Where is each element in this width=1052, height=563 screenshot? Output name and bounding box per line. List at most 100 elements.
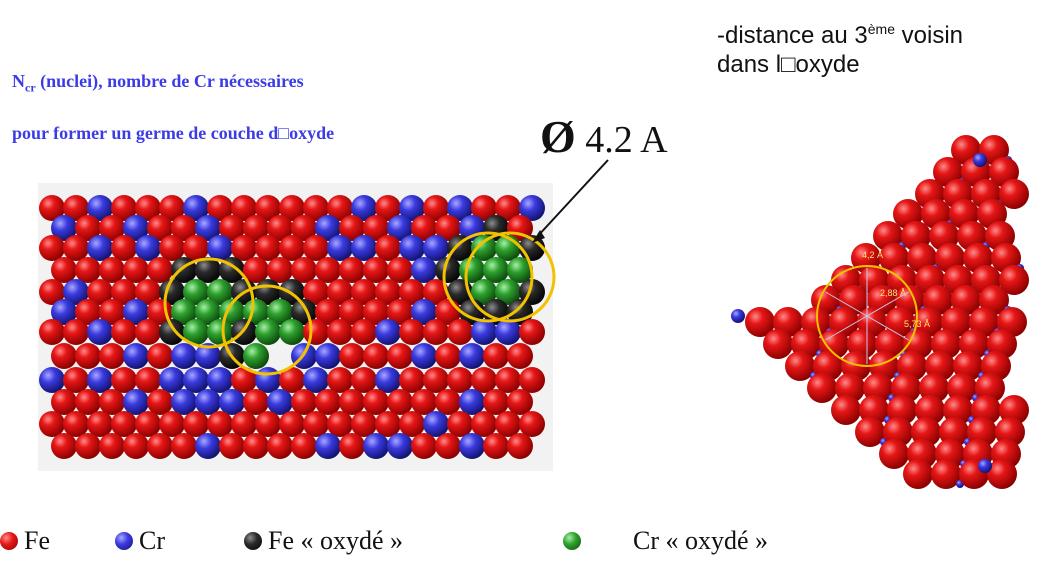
slab-atom-fe: [75, 389, 101, 415]
slab-atom-fe: [87, 411, 113, 437]
slab-atom-feox: [435, 257, 461, 283]
oxide-atom-fe: [879, 439, 909, 469]
slab-atom-fe: [255, 411, 281, 437]
slab-atom-cr: [327, 235, 353, 261]
slab-atom-fe: [327, 367, 353, 393]
slab-atom-fe: [339, 343, 365, 369]
legend-cr-label: Cr: [139, 526, 165, 555]
slab-atom-fe: [207, 195, 233, 221]
slab-atom-crox: [279, 319, 305, 345]
slab-atom-fe: [279, 367, 305, 393]
title-line2: pour former un germe de couche d□oxyde: [12, 122, 335, 143]
slab-atom-crox: [195, 299, 221, 325]
slab-atom-crox: [483, 257, 509, 283]
slab-atom-fe: [411, 215, 437, 241]
third-neighbor-circle: [816, 265, 918, 367]
slab-atom-cr: [267, 389, 293, 415]
slab-atom-fe: [363, 389, 389, 415]
slab-atom-fe: [147, 433, 173, 459]
distance-line2: dans l□oxyde: [717, 51, 860, 78]
slab-atom-cr: [423, 411, 449, 437]
legend-fe-ox: Fe « oxydé »: [244, 526, 403, 556]
pointer-line: [535, 159, 609, 239]
slab-atom-crox: [183, 319, 209, 345]
oxide-atom-fe: [903, 459, 933, 489]
slab-atom-cr: [255, 367, 281, 393]
slab-atom-fe: [411, 389, 437, 415]
slab-atom-fe: [483, 433, 509, 459]
slab-atom-fe: [399, 367, 425, 393]
slab-atom-fe: [171, 215, 197, 241]
slab-atom-fe: [507, 433, 533, 459]
slab-atom-cr: [471, 319, 497, 345]
slab-atom-fe: [75, 433, 101, 459]
slab-atom-fe: [435, 343, 461, 369]
oxide-atom-fe: [987, 459, 1017, 489]
nucleus-circle: [221, 284, 313, 376]
slab-atom-fe: [507, 389, 533, 415]
slab-atoms: [39, 195, 545, 459]
slab-atom-fe: [147, 389, 173, 415]
slab-atom-cr: [159, 367, 185, 393]
slab-atom-fe: [303, 411, 329, 437]
oxide-atom-fe: [785, 351, 815, 381]
slab-atom-fe: [507, 343, 533, 369]
slab-atom-cr: [519, 195, 545, 221]
legend-cr: Cr: [115, 526, 165, 556]
slab-atom-cr: [123, 299, 149, 325]
slab-atom-fe: [375, 411, 401, 437]
slab-atom-fe: [99, 433, 125, 459]
slab-atom-fe: [435, 215, 461, 241]
slab-atom-crox: [471, 279, 497, 305]
slab-atom-cr: [351, 195, 377, 221]
pointer-arrowhead: [532, 230, 545, 243]
slab-atom-fe: [303, 279, 329, 305]
legend-fe-ox-label: Fe « oxydé »: [268, 526, 404, 555]
slab-atom-fe: [279, 195, 305, 221]
oxide-atom-fe: [807, 373, 837, 403]
slab-atom-fe: [423, 367, 449, 393]
nucleus-circle: [464, 231, 556, 323]
slab-atom-fe: [183, 411, 209, 437]
slab-atom-fe: [183, 235, 209, 261]
slab-atom-crox: [471, 235, 497, 261]
distance-line1-end: voisin: [895, 22, 964, 49]
slab-atom-cr: [183, 367, 209, 393]
slab-atom-fe: [75, 257, 101, 283]
nucleus-description: Ncr (nuclei), nombre de Cr nécessaires p…: [12, 68, 512, 146]
fe-oxidized-ball-icon: [244, 532, 262, 551]
slab-atom-fe: [267, 433, 293, 459]
slab-atom-cr: [183, 195, 209, 221]
slab-atom-fe: [447, 411, 473, 437]
slab-atom-fe: [351, 319, 377, 345]
slab-atom-cr: [195, 343, 221, 369]
slab-atom-cr: [387, 433, 413, 459]
slab-atom-cr: [135, 235, 161, 261]
slab-atom-cr: [63, 279, 89, 305]
slab-atom-crox: [207, 319, 233, 345]
cr-oxidized-ball-icon: [563, 532, 581, 551]
slab-atom-fe: [159, 195, 185, 221]
slab-atom-fe: [75, 343, 101, 369]
slab-atom-fe: [135, 411, 161, 437]
oxide-atom-cr: [731, 309, 745, 323]
slab-atom-cr: [459, 343, 485, 369]
slab-atom-fe: [291, 257, 317, 283]
slab-atom-cr: [195, 215, 221, 241]
slab-atom-fe: [303, 319, 329, 345]
slab-atom-fe: [63, 195, 89, 221]
slab-atom-fe: [423, 319, 449, 345]
slab-atom-fe: [519, 367, 545, 393]
slab-atom-fe: [135, 367, 161, 393]
slab-atom-fe: [99, 389, 125, 415]
oxide-triangle-atoms: [731, 135, 1029, 489]
slab-atom-fe: [231, 367, 257, 393]
slab-atom-fe: [147, 343, 173, 369]
slab-atom-fe: [243, 433, 269, 459]
slab-atom-fe: [327, 319, 353, 345]
slab-atom-cr: [207, 235, 233, 261]
slab-atom-fe: [135, 279, 161, 305]
slab-atom-fe: [363, 257, 389, 283]
slab-atom-fe: [399, 279, 425, 305]
slab-atom-fe: [99, 343, 125, 369]
